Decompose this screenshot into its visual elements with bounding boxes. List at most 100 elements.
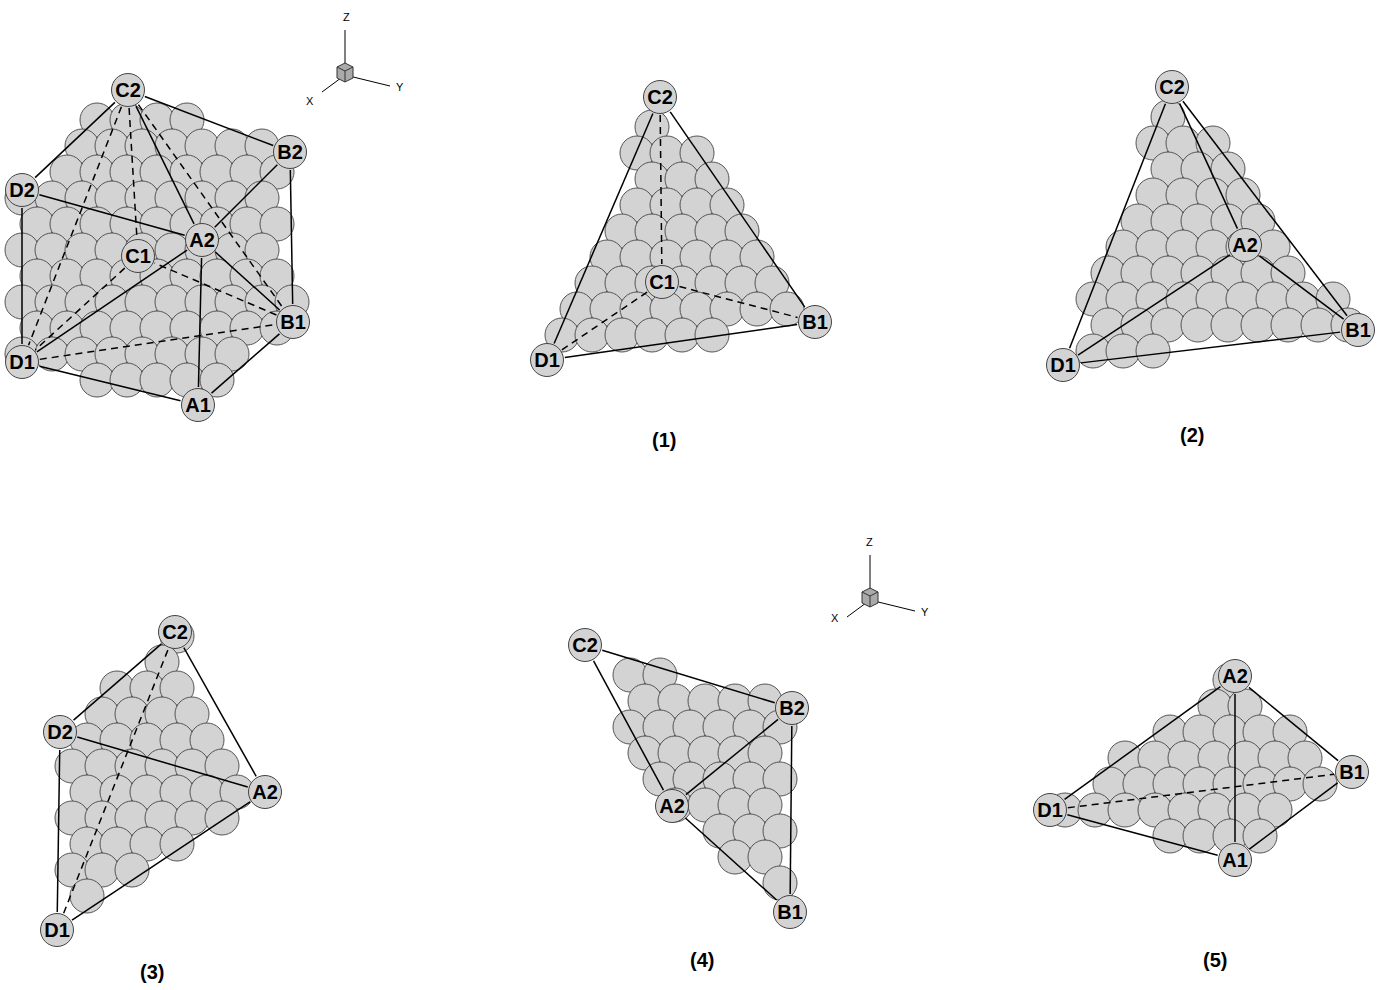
- edge-line: [21, 208, 23, 344]
- sphere: [160, 827, 194, 861]
- edge-line: [1065, 687, 1221, 800]
- vertex-sphere: C2: [643, 80, 677, 114]
- edge-line: [184, 648, 256, 777]
- vertex-sphere: A2: [1228, 228, 1262, 262]
- edge-line: [198, 258, 201, 387]
- vertex-label: D1: [1050, 355, 1076, 375]
- vertex-label: A2: [1222, 666, 1248, 686]
- sphere: [70, 879, 104, 913]
- edge-line: [215, 252, 279, 310]
- vertex-label: B1: [777, 902, 803, 922]
- axis-label: Y: [921, 607, 928, 618]
- edge-line: [215, 165, 278, 228]
- vertex-label: C1: [125, 246, 151, 266]
- vertex-sphere: D2: [5, 173, 39, 207]
- vertex-sphere: C2: [568, 628, 602, 662]
- edge-line: [670, 112, 805, 307]
- vertex-sphere: B2: [273, 135, 307, 169]
- vertex-sphere: D1: [530, 343, 564, 377]
- vertex-sphere: A1: [1218, 843, 1252, 877]
- edge-line: [29, 107, 122, 345]
- vertex-label: C2: [647, 87, 673, 107]
- view-number: (2): [1180, 425, 1204, 445]
- vertex-label: B1: [280, 312, 306, 332]
- edge-line: [39, 366, 180, 400]
- vertex-label: C2: [1159, 77, 1185, 97]
- sphere-group: [5, 103, 309, 397]
- edge-line: [1183, 101, 1347, 315]
- edge-line: [136, 106, 194, 224]
- sphere: [1136, 334, 1170, 368]
- sphere: [575, 318, 609, 352]
- edge-line: [145, 96, 273, 145]
- edge-line: [602, 650, 775, 703]
- edge-line: [679, 287, 797, 318]
- edge-line: [1081, 332, 1340, 363]
- edge-line: [594, 661, 664, 790]
- view-number: (1): [652, 430, 676, 450]
- edge-line: [1068, 774, 1334, 808]
- vertex-label: D1: [9, 352, 35, 372]
- edge-line: [562, 292, 647, 350]
- edge-line: [1078, 255, 1230, 355]
- sphere: [1243, 819, 1277, 853]
- vertex-label: B2: [779, 698, 805, 718]
- sphere: [205, 801, 239, 835]
- axis-label: X: [306, 96, 313, 107]
- vertex-label: A2: [189, 230, 215, 250]
- vertex-label: B1: [802, 312, 828, 332]
- vertex-sphere: C2: [158, 615, 192, 649]
- sphere: [1241, 308, 1275, 342]
- edge-line: [35, 102, 115, 177]
- edge-line: [72, 802, 250, 920]
- sphere: [1181, 308, 1215, 342]
- sphere: [1108, 793, 1142, 827]
- vertex-sphere: A2: [248, 775, 282, 809]
- vertex-label: D2: [9, 180, 35, 200]
- edge-line: [129, 108, 137, 238]
- vertex-sphere: A2: [185, 223, 219, 257]
- sphere: [115, 853, 149, 887]
- edge-line: [1249, 687, 1338, 760]
- vertex-label: B2: [277, 142, 303, 162]
- vertex-sphere: B1: [798, 305, 832, 339]
- vertex-sphere: C1: [645, 265, 679, 299]
- sphere: [740, 292, 774, 326]
- vertex-label: D2: [47, 722, 73, 742]
- edge-line: [565, 325, 797, 358]
- vertex-label: C1: [649, 272, 675, 292]
- sphere: [110, 363, 144, 397]
- edge-line: [39, 195, 184, 235]
- vertex-sphere: D1: [40, 913, 74, 947]
- sphere-group: [1048, 663, 1337, 853]
- edge-line: [1070, 104, 1166, 348]
- vertex-sphere: B1: [1335, 755, 1369, 789]
- edge-line: [74, 644, 162, 720]
- vertex-sphere: C1: [121, 239, 155, 273]
- vertex-label: A2: [1232, 235, 1258, 255]
- vertex-sphere: A2: [1218, 659, 1252, 693]
- vertex-label: D1: [534, 350, 560, 370]
- vertex-label: A2: [659, 796, 685, 816]
- view-number: (5): [1203, 950, 1227, 970]
- edge-line: [660, 115, 662, 264]
- vertex-sphere: A2: [655, 789, 689, 823]
- axis-triad: [847, 555, 915, 617]
- vertex-label: C2: [572, 635, 598, 655]
- edge-line: [1234, 694, 1236, 842]
- sphere-group: [545, 110, 804, 352]
- edge-line: [1067, 815, 1217, 856]
- vertex-sphere: D1: [1033, 793, 1067, 827]
- vertex-sphere: B1: [1341, 313, 1375, 347]
- edge-line: [77, 737, 247, 787]
- vertex-label: A1: [1222, 850, 1248, 870]
- sphere-group: [55, 619, 254, 913]
- edge-line: [212, 334, 280, 393]
- sphere: [1211, 308, 1245, 342]
- axis-label: Y: [396, 82, 403, 93]
- vertex-sphere: B1: [773, 895, 807, 929]
- sphere: [665, 318, 699, 352]
- edge-line: [155, 263, 277, 315]
